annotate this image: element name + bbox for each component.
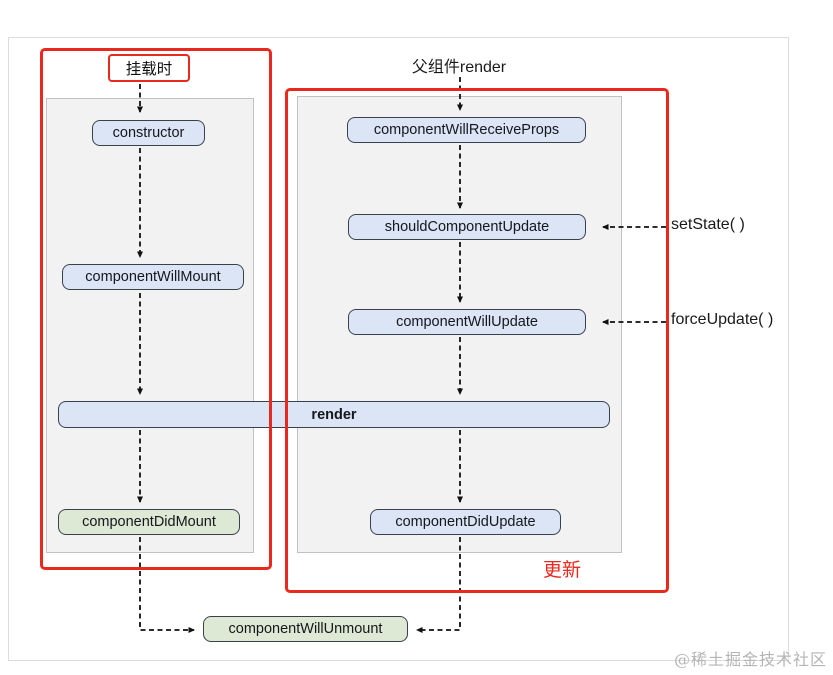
node-component-will-unmount: componentWillUnmount xyxy=(203,616,408,642)
mount-badge: 挂载时 xyxy=(108,54,190,82)
setstate-label: setState( ) xyxy=(671,216,745,233)
arrow-didmount-to-willunmount xyxy=(139,537,195,633)
arrow-didupdate-to-willunmount xyxy=(416,537,461,633)
node-component-will-receive-props: componentWillReceiveProps xyxy=(347,117,586,143)
node-render: render xyxy=(58,401,610,428)
node-component-did-mount: componentDidMount xyxy=(58,509,240,535)
node-should-component-update: shouldComponentUpdate xyxy=(348,214,586,240)
node-constructor: constructor xyxy=(92,120,205,146)
node-component-will-mount: componentWillMount xyxy=(62,264,244,290)
parent-render-label: 父组件render xyxy=(411,59,507,76)
mount-phase-panel xyxy=(46,98,254,553)
node-component-did-update: componentDidUpdate xyxy=(370,509,561,535)
forceupdate-label: forceUpdate( ) xyxy=(671,311,774,328)
node-component-will-update: componentWillUpdate xyxy=(348,309,586,335)
watermark: @稀土掘金技术社区 xyxy=(673,650,827,669)
update-group-label: 更新 xyxy=(543,560,582,581)
